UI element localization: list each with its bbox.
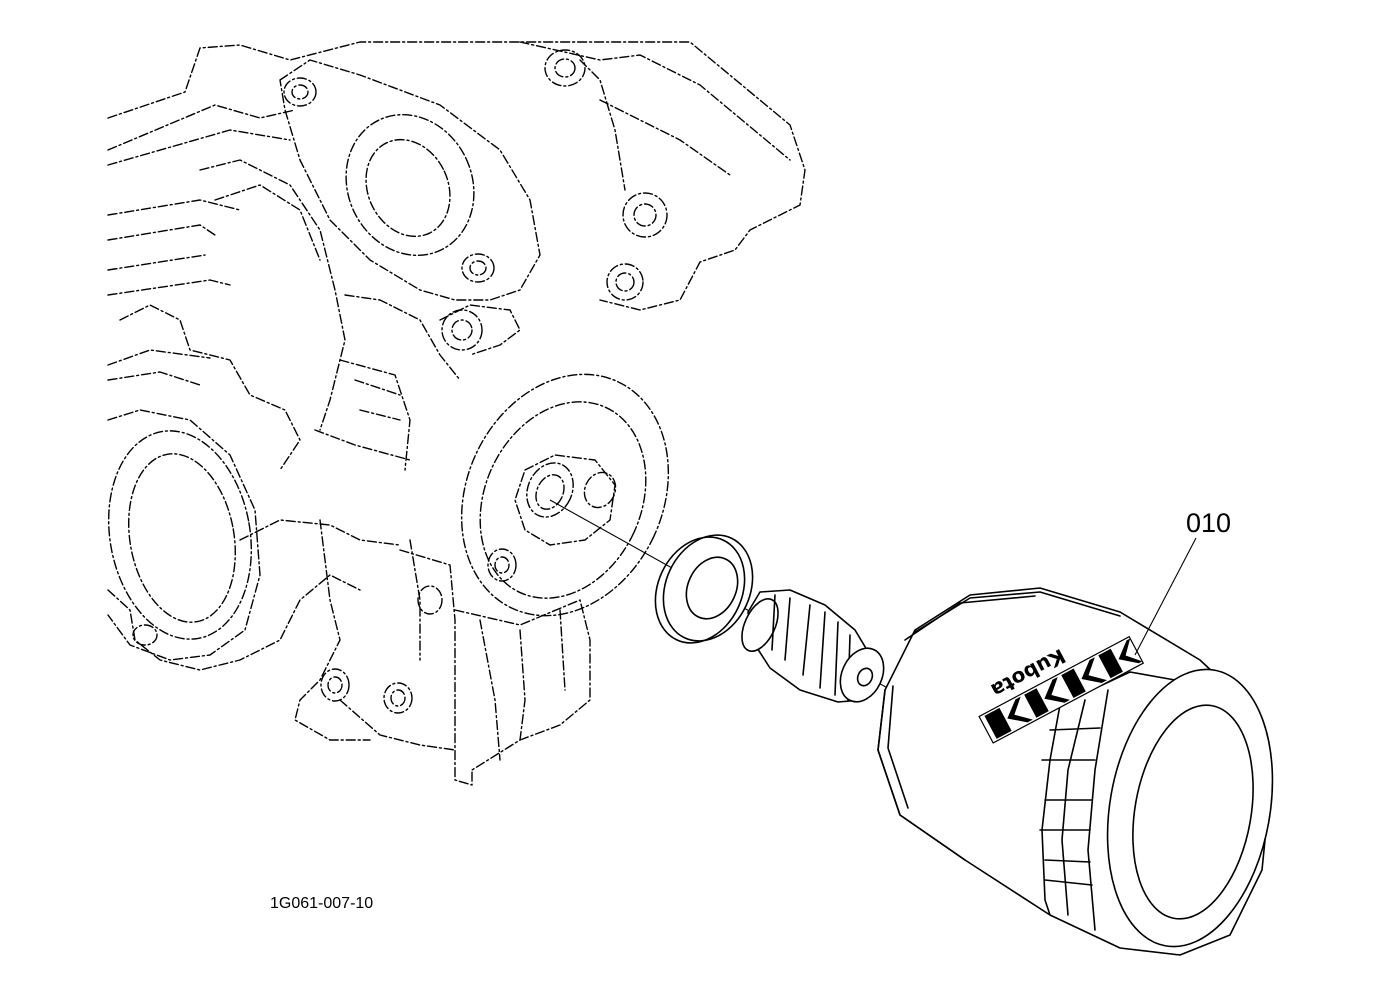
callout-010: 010 <box>1134 508 1231 656</box>
callout-leader-line <box>1134 537 1197 656</box>
threaded-nipple <box>741 589 885 703</box>
sealing-washer <box>654 534 754 644</box>
callout-label: 010 <box>1186 508 1231 538</box>
engine-block <box>107 41 806 786</box>
oil-filter-cartridge: Kubota <box>877 587 1274 956</box>
diagram-reference-code: 1G061-007-10 <box>270 895 373 912</box>
